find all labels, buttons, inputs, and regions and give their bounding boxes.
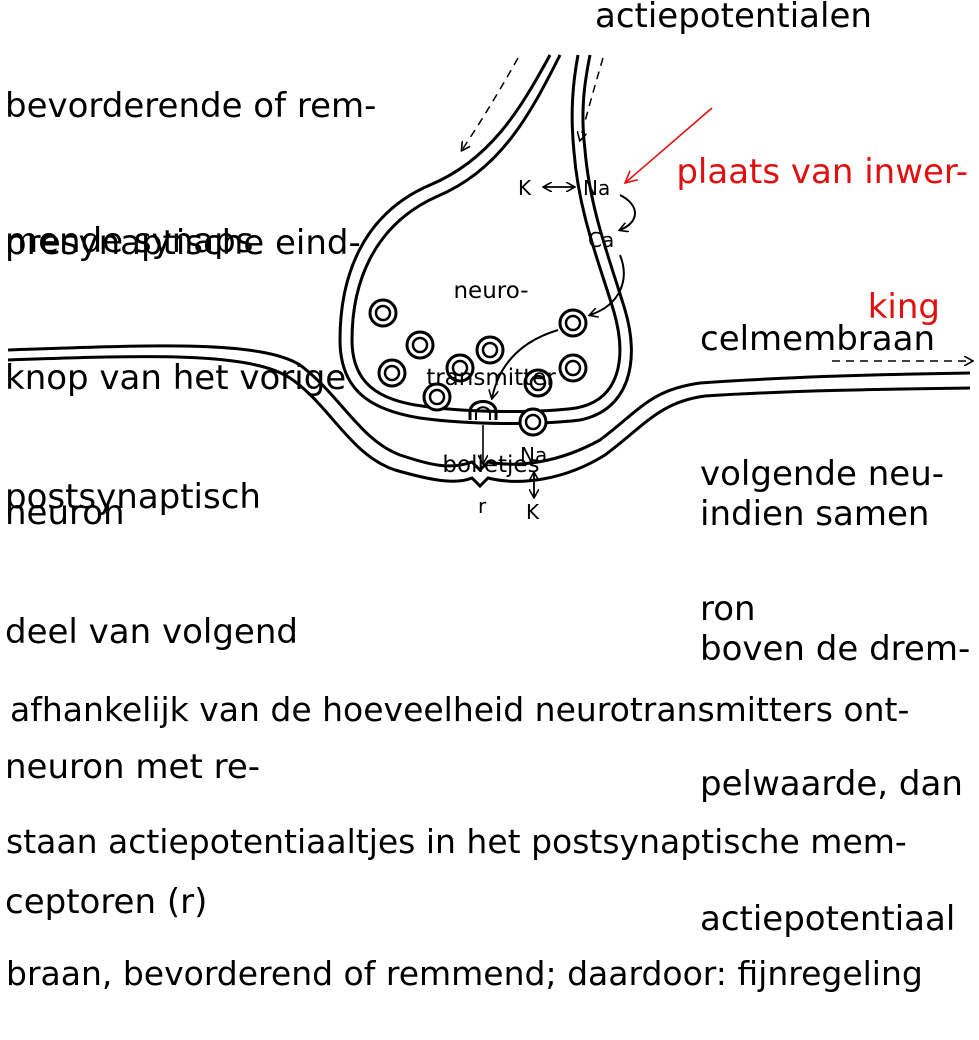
vesicle — [518, 407, 548, 437]
vesicle — [445, 353, 475, 383]
postsynaptic-membrane — [7, 344, 971, 489]
synapse-type-label: bevorderende of rem- mende synaps — [5, 86, 377, 261]
receptor-label: r — [478, 494, 487, 518]
vesicles-label: neuro- transmitter bolletjes — [426, 278, 556, 478]
vesicle — [368, 298, 398, 328]
vesicle — [475, 335, 505, 365]
vesicle — [558, 353, 588, 383]
cell-membrane-label: celmembraan volgende neu- ron — [700, 319, 945, 629]
post-na-label: Na — [520, 443, 548, 467]
fusing-vesicle — [468, 400, 498, 420]
presynaptic-label: presynaptische eind- knop van het vorige… — [5, 223, 361, 533]
bottom-explanation: afhankelijk van de hoeveelheid neurotran… — [6, 690, 923, 993]
vesicle — [558, 308, 588, 338]
vesicle — [422, 382, 452, 412]
vesicle — [523, 368, 553, 398]
ion-na-label: Na — [583, 176, 611, 200]
synapse-diagram — [7, 54, 979, 740]
post-k-label: K — [526, 500, 540, 524]
ion-ca-label: Ca — [588, 228, 615, 252]
vesicle — [405, 330, 435, 360]
fusing-vesicle-inner — [475, 406, 491, 420]
ca-to-vesicle-arrow — [590, 254, 625, 315]
ion-k-label: K — [518, 176, 532, 200]
site-pointer-arrow — [625, 107, 713, 183]
vesicles — [368, 298, 588, 437]
action-potentials-label: actiepotentialen — [595, 0, 872, 36]
release-arrow — [492, 329, 559, 398]
action-potential-arrows — [462, 57, 972, 361]
vesicle — [377, 358, 407, 388]
site-of-action-label: plaats van inwer- king — [676, 152, 968, 327]
na-to-ca-arrow — [620, 194, 636, 230]
